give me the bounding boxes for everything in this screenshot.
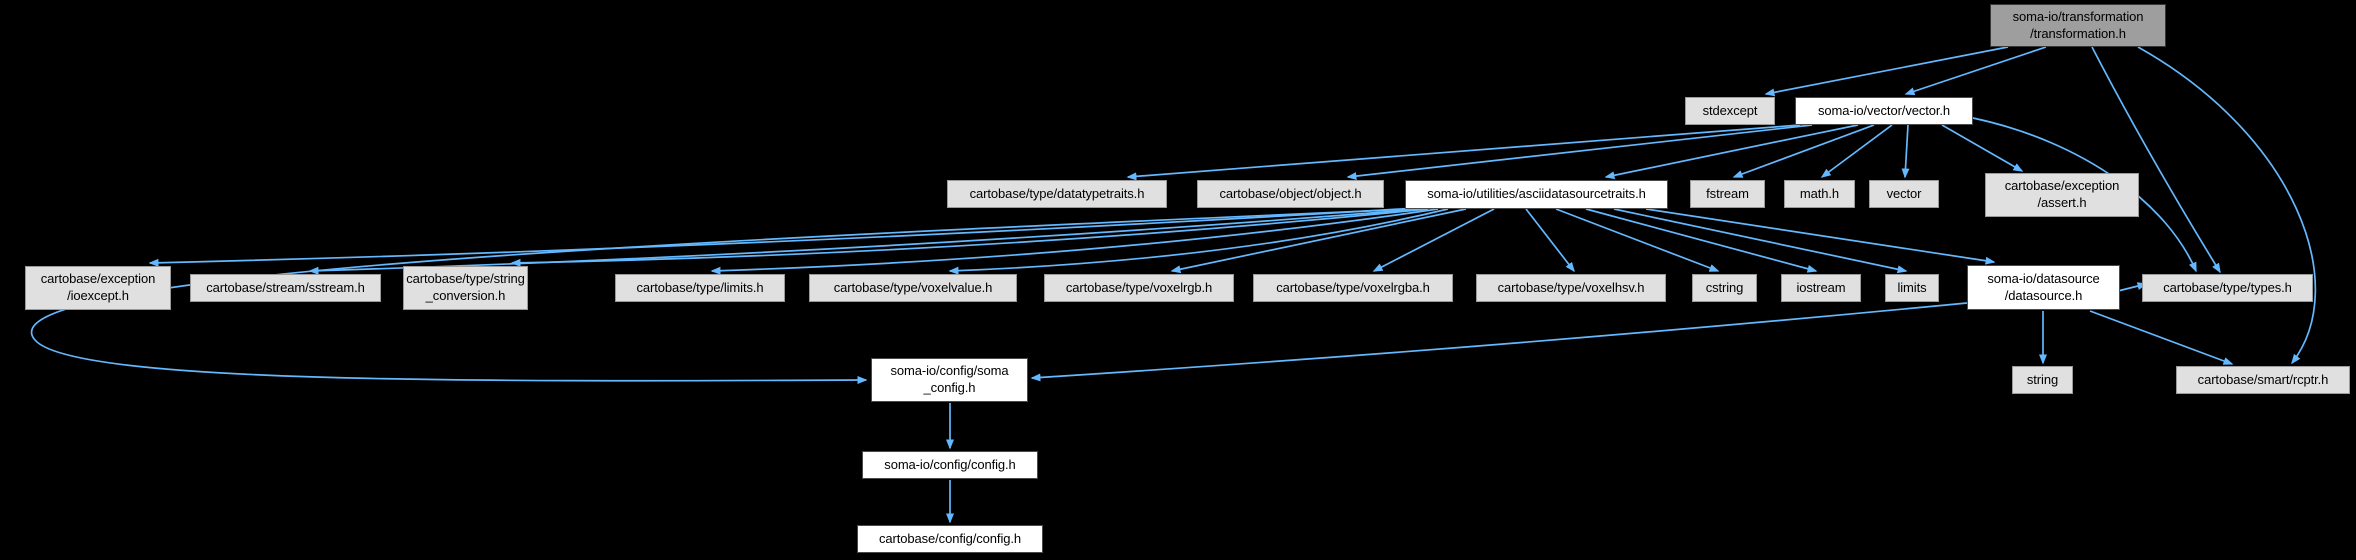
edge-datasource-to-rcptr (2089, 310, 2234, 365)
edge-transformation-to-vector_h (1904, 46, 2047, 96)
edge-vector_h-to-object (1346, 124, 1813, 181)
graph-node-string-conversion[interactable]: cartobase/type/string_conversion.h (403, 266, 528, 310)
graph-node-config-soma[interactable]: soma-io/config/config.h (862, 451, 1038, 479)
graph-node-stdexcept[interactable]: stdexcept (1685, 97, 1775, 125)
graph-node-label: cartobase/exception/ioexcept.h (40, 271, 156, 303)
graph-node-cstring[interactable]: cstring (1692, 274, 1757, 302)
graph-node-asciitraits[interactable]: soma-io/utilities/asciidatasourcetraits.… (1405, 180, 1668, 209)
graph-node-label: cartobase/type/voxelhsv.h (1497, 279, 1645, 295)
graph-node-rcptr[interactable]: cartobase/smart/rcptr.h (2176, 366, 2350, 394)
edge-asciitraits-to-limits_carto (710, 208, 1439, 275)
edge-asciitraits-to-datasource (1645, 208, 1996, 265)
graph-node-label: cartobase/type/types.h (2163, 279, 2292, 295)
graph-node-label: cartobase/config/config.h (878, 530, 1022, 546)
graph-node-label: soma-io/config/config.h (884, 456, 1016, 472)
edge-vector_h-to-assert (1941, 124, 2024, 172)
graph-node-label: soma-io/datasource/datasource.h (1987, 270, 2100, 303)
edge-asciitraits-to-ioexcept (148, 207, 1418, 267)
edge-asciitraits-to-voxelrgba (1372, 208, 1495, 272)
graph-node-label: string (2026, 371, 2059, 387)
graph-node-voxelhsv[interactable]: cartobase/type/voxelhsv.h (1476, 274, 1666, 302)
graph-node-label: soma-io/config/soma_config.h (890, 363, 1009, 395)
graph-node-datatypetraits[interactable]: cartobase/type/datatypetraits.h (947, 180, 1167, 208)
graph-node-ioexcept[interactable]: cartobase/exception/ioexcept.h (25, 266, 171, 310)
graph-node-label: vector (1886, 185, 1922, 201)
graph-node-math[interactable]: math.h (1784, 180, 1855, 208)
graph-node-vector-h[interactable]: soma-io/vector/vector.h (1795, 97, 1973, 125)
graph-node-string-std[interactable]: string (2012, 366, 2073, 394)
graph-node-label: cartobase/type/voxelrgba.h (1276, 279, 1430, 295)
graph-node-soma-config[interactable]: soma-io/config/soma_config.h (871, 358, 1028, 402)
graph-node-vector-std[interactable]: vector (1869, 180, 1939, 208)
edge-asciitraits-to-string_conversion (510, 208, 1429, 267)
graph-node-label: cartobase/smart/rcptr.h (2197, 371, 2329, 387)
edge-transformation-to-stdexcept (1764, 46, 2009, 97)
graph-node-iostream[interactable]: iostream (1781, 274, 1861, 302)
graph-node-datasource[interactable]: soma-io/datasource/datasource.h (1967, 265, 2120, 310)
graph-node-label: cartobase/stream/sstream.h (206, 279, 365, 295)
graph-node-sstream[interactable]: cartobase/stream/sstream.h (190, 274, 381, 302)
graph-node-types[interactable]: cartobase/type/types.h (2142, 274, 2313, 302)
graph-node-voxelrgba[interactable]: cartobase/type/voxelrgba.h (1253, 274, 1453, 302)
edge-asciitraits-to-cstring (1555, 208, 1720, 272)
edge-asciitraits-to-voxelrgb (1170, 208, 1467, 274)
graph-node-label: cartobase/type/string_conversion.h (406, 271, 525, 303)
graph-node-label: soma-io/utilities/asciidatasourcetraits.… (1427, 186, 1646, 202)
edge-transformation-to-types (2091, 46, 2221, 274)
graph-node-label: cartobase/type/voxelvalue.h (833, 279, 993, 295)
graph-node-voxelvalue[interactable]: cartobase/type/voxelvalue.h (809, 274, 1017, 302)
graph-node-voxelrgb[interactable]: cartobase/type/voxelrgb.h (1044, 274, 1234, 302)
graph-node-label: fstream (1706, 185, 1749, 201)
edge-asciitraits-to-soma_config (30, 208, 1413, 385)
graph-node-label: cartobase/type/limits.h (636, 279, 764, 295)
graph-node-limits-carto[interactable]: cartobase/type/limits.h (615, 274, 785, 302)
graph-node-label: cartobase/type/datatypetraits.h (969, 185, 1145, 201)
graph-node-fstream[interactable]: fstream (1690, 180, 1765, 208)
edge-vector_h-to-vector_std (1901, 124, 1910, 179)
edge-asciitraits-to-voxelhsv (1525, 208, 1575, 273)
edge-vector_h-to-math (1820, 124, 1893, 178)
graph-node-limits-std[interactable]: limits (1885, 274, 1939, 302)
graph-node-label: iostream (1796, 279, 1846, 295)
graph-node-label: cartobase/object/object.h (1219, 185, 1362, 201)
graph-node-config-carto[interactable]: cartobase/config/config.h (857, 525, 1043, 553)
edge-asciitraits-to-limits_std (1613, 208, 1908, 274)
graph-node-label: soma-io/transformation/transformation.h (2012, 8, 2144, 41)
edge-datasource-to-types (2117, 282, 2148, 292)
graph-node-transformation[interactable]: soma-io/transformation/transformation.h (1990, 4, 2166, 47)
edge-transformation-to-rcptr (2137, 46, 2317, 365)
edge-asciitraits-to-iostream (1585, 208, 1818, 273)
graph-node-label: cstring (1705, 279, 1744, 295)
graph-node-label: limits (1897, 279, 1927, 295)
edge-asciitraits-to-sstream (308, 208, 1423, 275)
edge-vector_h-to-fstream (1732, 124, 1875, 178)
graph-node-object[interactable]: cartobase/object/object.h (1197, 180, 1384, 208)
graph-node-label: stdexcept (1702, 102, 1758, 118)
edge-asciitraits-to-voxelvalue (948, 208, 1449, 275)
graph-node-assert[interactable]: cartobase/exception/assert.h (1985, 173, 2139, 217)
graph-node-label: cartobase/exception/assert.h (2004, 178, 2120, 210)
edge-vector_h-to-asciitraits (1604, 124, 1859, 180)
edge-datasource-to-soma_config (1030, 302, 1968, 382)
edge-vector_h-to-datatypetraits (1126, 124, 1801, 181)
graph-node-label: soma-io/vector/vector.h (1817, 102, 1951, 118)
graph-node-label: math.h (1799, 185, 1840, 201)
graph-node-label: cartobase/type/voxelrgb.h (1065, 279, 1213, 295)
